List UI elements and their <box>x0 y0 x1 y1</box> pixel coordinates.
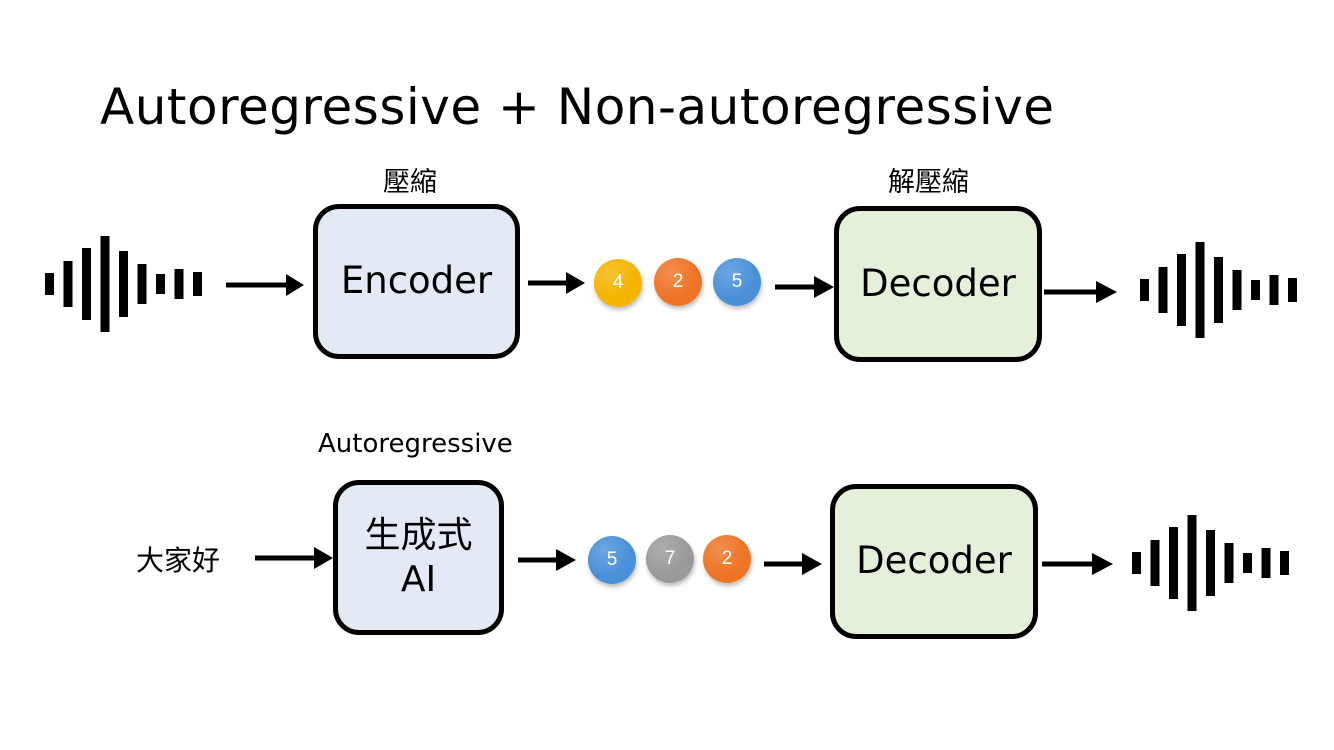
wave-bar <box>156 274 165 294</box>
wave-bar <box>1150 540 1160 586</box>
token-ball: 2 <box>654 258 702 306</box>
wave-bar <box>137 264 147 304</box>
decoder-label: Decoder <box>860 261 1016 305</box>
wave-bar <box>63 261 73 307</box>
token-ball: 5 <box>713 258 761 306</box>
token-value: 7 <box>664 548 676 569</box>
wave-bar <box>174 269 184 299</box>
right-arrow-icon <box>518 549 576 571</box>
wave-bar <box>1177 254 1186 326</box>
wave-bar <box>45 273 54 295</box>
wave-bar <box>1214 257 1223 323</box>
token-value: 5 <box>606 549 618 570</box>
wave-bar <box>1169 527 1178 599</box>
token-ball: 7 <box>646 535 694 583</box>
right-arrow-icon <box>1044 281 1117 303</box>
right-arrow-icon <box>1042 553 1113 575</box>
token-ball: 2 <box>703 535 751 583</box>
right-arrow-icon <box>255 547 333 569</box>
wave-bar <box>1280 551 1289 575</box>
decoder-label: Decoder <box>856 539 1012 583</box>
generative-ai-box: 生成式 AI <box>333 480 504 635</box>
wave-bar <box>1288 278 1297 302</box>
wave-bar <box>193 272 202 296</box>
wave-bar <box>1140 279 1149 301</box>
page-title: Autoregressive + Non-autoregressive <box>100 78 1055 136</box>
token-value: 2 <box>672 271 684 292</box>
sound-wave-icon <box>45 236 202 332</box>
sound-wave-icon <box>1140 242 1297 338</box>
sound-wave-icon <box>1132 515 1289 611</box>
decoder-box-top: Decoder <box>834 206 1042 362</box>
wave-bar <box>1132 552 1141 574</box>
wave-bar <box>82 248 91 320</box>
compress-label: 壓縮 <box>383 167 437 198</box>
wave-bar <box>1187 515 1197 611</box>
right-arrow-icon <box>226 274 304 296</box>
decoder-box-bottom: Decoder <box>830 484 1038 639</box>
wave-bar <box>1195 242 1205 338</box>
wave-bar <box>1224 543 1234 583</box>
wave-bar <box>1251 280 1260 300</box>
wave-bar <box>100 236 110 332</box>
wave-bar <box>1243 553 1252 573</box>
wave-bar <box>1261 548 1271 578</box>
token-ball: 4 <box>594 259 642 307</box>
autoregressive-label: Autoregressive <box>318 429 513 459</box>
wave-bar <box>1206 530 1215 596</box>
token-value: 2 <box>721 548 733 569</box>
wave-bar <box>119 251 128 317</box>
decompress-label: 解壓縮 <box>888 167 969 198</box>
wave-bar <box>1232 270 1242 310</box>
input-text: 大家好 <box>136 544 221 577</box>
right-arrow-icon <box>528 272 585 294</box>
wave-bar <box>1269 275 1279 305</box>
wave-bar <box>1158 267 1168 313</box>
generative-ai-label: 生成式 AI <box>364 515 473 600</box>
token-value: 5 <box>731 271 743 292</box>
token-value: 4 <box>612 272 624 293</box>
right-arrow-icon <box>775 276 834 298</box>
encoder-label: Encoder <box>340 259 493 303</box>
right-arrow-icon <box>764 553 822 575</box>
encoder-box: Encoder <box>313 204 520 359</box>
token-ball: 5 <box>588 536 636 584</box>
